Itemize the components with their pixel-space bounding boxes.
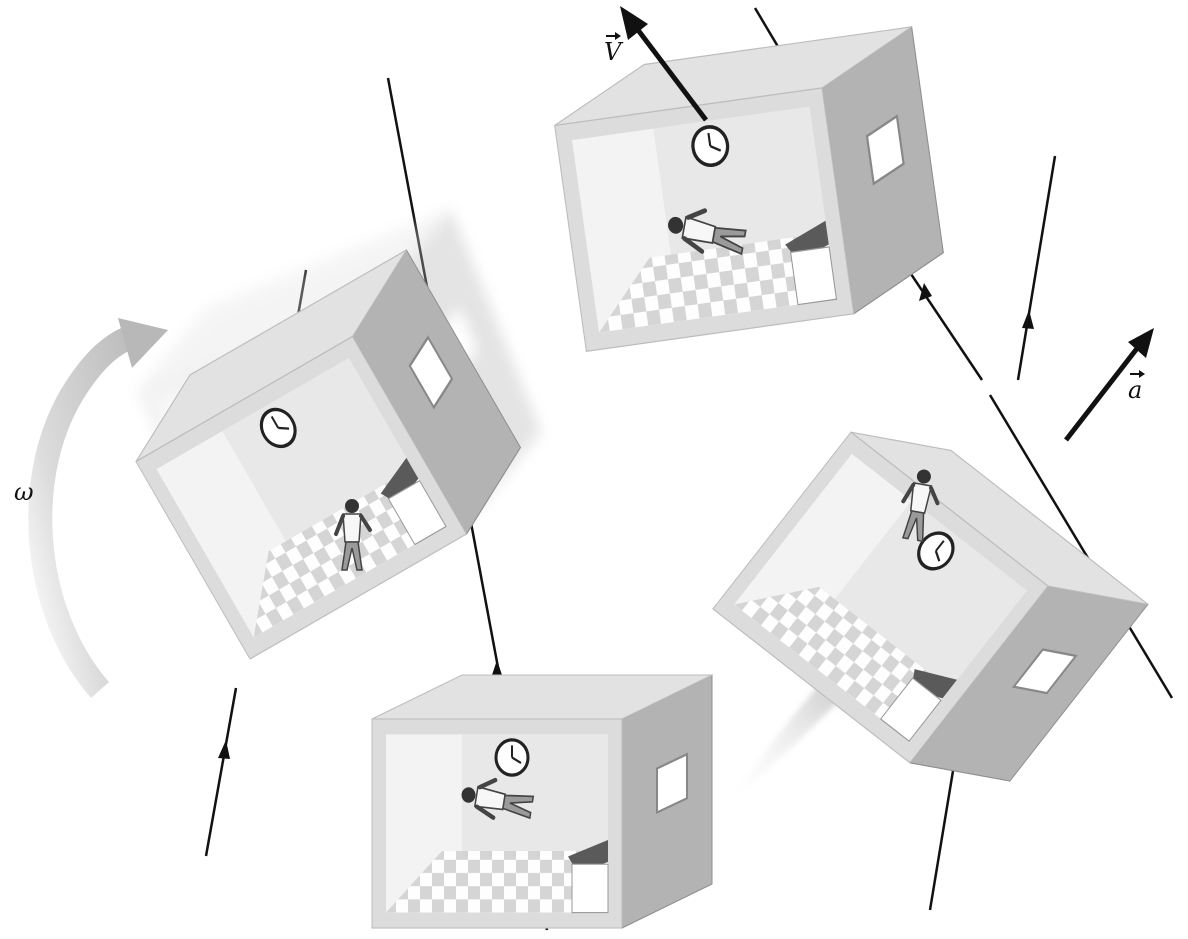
omega-label: ω <box>14 480 34 504</box>
rotation-arrow <box>40 318 168 690</box>
velocity-label: V <box>604 40 621 64</box>
acceleration-text: a <box>1128 378 1142 402</box>
arrowhead-left <box>218 740 230 759</box>
room-bottom-rest <box>372 675 712 928</box>
acceleration-label: a <box>1128 378 1142 402</box>
omega-text: ω <box>14 478 34 506</box>
room-left-rotating <box>112 211 559 659</box>
left-room-axis-lower <box>206 688 236 856</box>
rocket-room-right <box>713 395 1148 818</box>
arrowhead-right <box>1022 310 1034 329</box>
arrowhead-top-room <box>919 283 932 301</box>
velocity-text: V <box>604 40 621 64</box>
room-top-freefall <box>548 27 950 351</box>
right-room-axis-vertical <box>1018 156 1055 380</box>
